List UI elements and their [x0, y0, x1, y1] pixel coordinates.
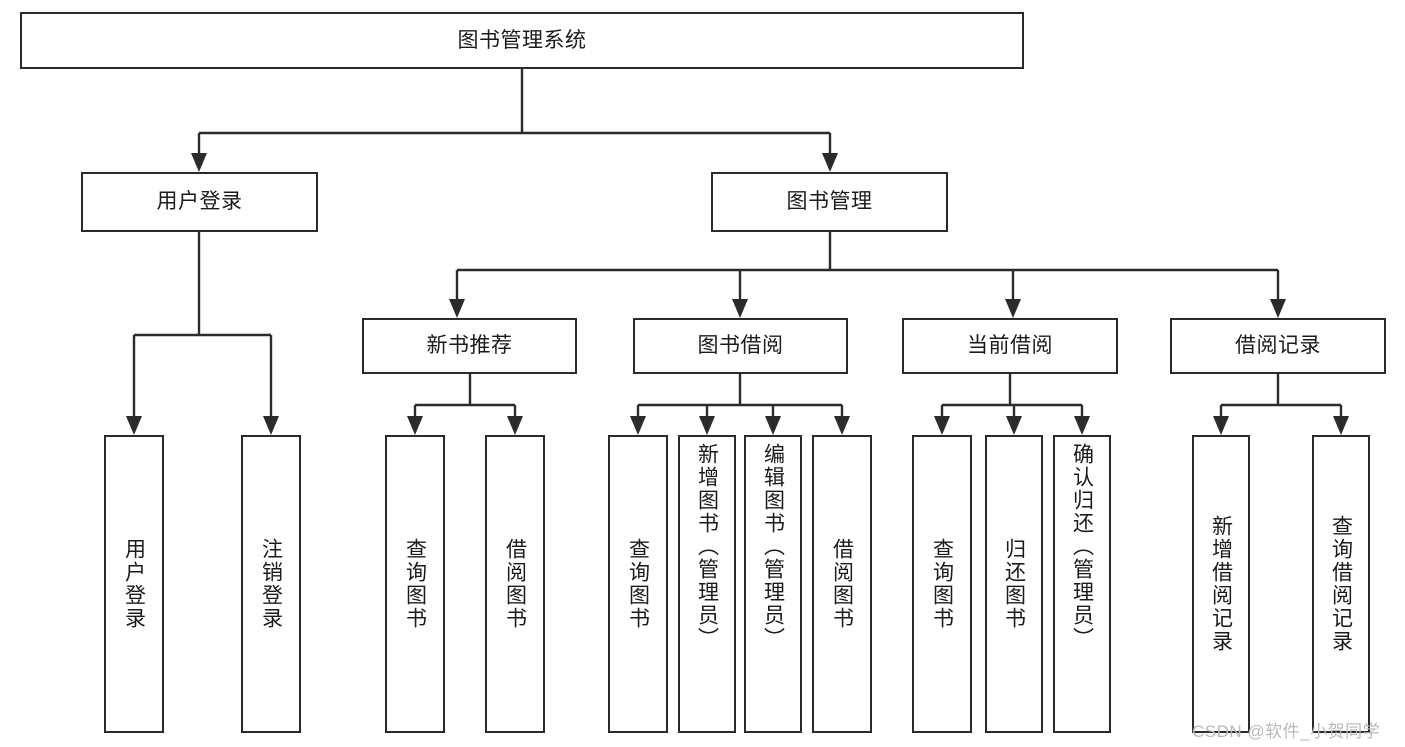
arrow-head-bookborrow-to-leaves-1 [699, 416, 715, 435]
node-leaf-query-book-3[interactable]: 查询图书 [912, 435, 972, 733]
node-borrow-record[interactable]: 借阅记录 [1170, 318, 1386, 374]
arrow-head-currentborrow-to-leaves-0 [934, 416, 950, 435]
arrow-head-root-to-level1-0 [191, 153, 207, 172]
arrow-head-bookmanage-to-level2-1 [732, 299, 748, 318]
node-leaf-borrow-book-2[interactable]: 借阅图书 [812, 435, 872, 733]
node-label: 图书借阅 [697, 334, 784, 358]
node-book-manage[interactable]: 图书管理 [711, 172, 948, 232]
node-user-login[interactable]: 用户登录 [81, 172, 318, 232]
arrow-head-userlogin-to-leaves-0 [126, 416, 142, 435]
node-label: 查询图书 [930, 538, 954, 630]
node-label: 注销登录 [259, 538, 283, 630]
node-book-borrow[interactable]: 图书借阅 [633, 318, 848, 374]
node-label: 当前借阅 [967, 334, 1053, 358]
node-label: 新增图书（管理员） [695, 443, 719, 650]
arrow-head-currentborrow-to-leaves-2 [1074, 416, 1090, 435]
node-leaf-query-book-1[interactable]: 查询图书 [385, 435, 445, 733]
arrow-head-borrowrecord-to-leaves-0 [1213, 416, 1229, 435]
node-label: 归还图书 [1002, 538, 1026, 630]
node-leaf-return-book[interactable]: 归还图书 [985, 435, 1043, 733]
node-label: 用户登录 [122, 538, 146, 630]
node-label: 确认归还（管理员） [1070, 443, 1094, 650]
arrow-head-bookmanage-to-level2-2 [1005, 299, 1021, 318]
arrow-head-borrowrecord-to-leaves-1 [1333, 416, 1349, 435]
node-leaf-query-book-2[interactable]: 查询图书 [608, 435, 668, 733]
node-leaf-add-book[interactable]: 新增图书（管理员） [678, 435, 736, 733]
node-leaf-edit-book[interactable]: 编辑图书（管理员） [744, 435, 802, 733]
arrow-head-currentborrow-to-leaves-1 [1006, 416, 1022, 435]
node-label: 借阅记录 [1235, 334, 1321, 358]
node-label: 查询图书 [626, 538, 650, 630]
node-leaf-confirm-return[interactable]: 确认归还（管理员） [1053, 435, 1111, 733]
arrow-head-bookborrow-to-leaves-0 [630, 416, 646, 435]
node-leaf-add-record[interactable]: 新增借阅记录 [1192, 435, 1250, 733]
node-leaf-borrow-book-1[interactable]: 借阅图书 [485, 435, 545, 733]
node-label: 新增借阅记录 [1209, 515, 1233, 653]
arrow-head-bookborrow-to-leaves-2 [765, 416, 781, 435]
node-leaf-query-record[interactable]: 查询借阅记录 [1312, 435, 1370, 733]
node-leaf-logout[interactable]: 注销登录 [241, 435, 301, 733]
arrow-head-root-to-level1-1 [822, 153, 838, 172]
node-new-book-rec[interactable]: 新书推荐 [362, 318, 577, 374]
node-root[interactable]: 图书管理系统 [20, 12, 1024, 69]
arrow-head-newbookrec-to-leaves-0 [407, 416, 423, 435]
arrow-head-bookborrow-to-leaves-3 [834, 416, 850, 435]
arrow-head-bookmanage-to-level2-0 [449, 299, 465, 318]
node-label: 查询借阅记录 [1329, 515, 1353, 653]
node-label: 用户登录 [156, 190, 243, 214]
arrow-head-bookmanage-to-level2-3 [1270, 299, 1286, 318]
node-leaf-user-login[interactable]: 用户登录 [104, 435, 164, 733]
arrow-head-userlogin-to-leaves-1 [263, 416, 279, 435]
node-label: 图书管理 [786, 190, 873, 214]
node-current-borrow[interactable]: 当前借阅 [902, 318, 1118, 374]
node-label: 借阅图书 [503, 538, 527, 630]
node-label: 新书推荐 [426, 334, 513, 358]
node-label: 借阅图书 [830, 538, 854, 630]
node-label: 图书管理系统 [457, 28, 587, 52]
node-label: 查询图书 [403, 538, 427, 630]
arrow-head-newbookrec-to-leaves-1 [507, 416, 523, 435]
node-label: 编辑图书（管理员） [761, 443, 785, 650]
